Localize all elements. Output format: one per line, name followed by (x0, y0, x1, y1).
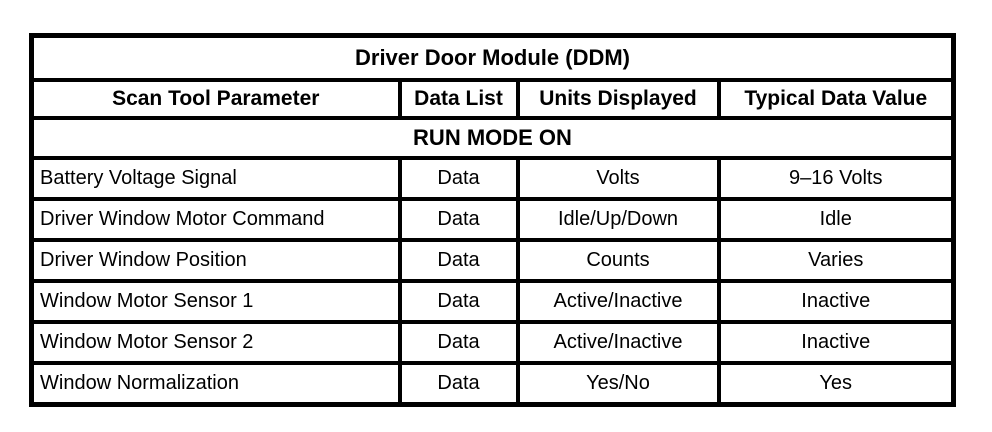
cell-data-list: Data (397, 238, 520, 283)
cell-typical-value: 9–16 Volts (716, 156, 956, 201)
cell-typical-value: Yes (716, 361, 956, 407)
table-row: Window Normalization Data Yes/No Yes (29, 361, 956, 407)
table-title-row: Driver Door Module (DDM) (29, 33, 956, 82)
cell-data-list: Data (397, 156, 520, 201)
cell-data-list: Data (397, 197, 520, 242)
cell-parameter: Driver Window Motor Command (29, 197, 402, 242)
table-row: Window Motor Sensor 2 Data Active/Inacti… (29, 320, 956, 365)
cell-parameter: Window Motor Sensor 1 (29, 279, 402, 324)
cell-units: Volts (515, 156, 721, 201)
table-header-row: Scan Tool Parameter Data List Units Disp… (29, 78, 956, 120)
cell-data-list: Data (397, 279, 520, 324)
cell-typical-value: Varies (716, 238, 956, 283)
cell-units: Idle/Up/Down (515, 197, 721, 242)
column-header-data-list: Data List (397, 78, 520, 120)
cell-units: Active/Inactive (515, 320, 721, 365)
cell-parameter: Window Motor Sensor 2 (29, 320, 402, 365)
table-row: Driver Window Motor Command Data Idle/Up… (29, 197, 956, 242)
cell-typical-value: Inactive (716, 279, 956, 324)
cell-parameter: Battery Voltage Signal (29, 156, 402, 201)
column-header-units-displayed: Units Displayed (515, 78, 721, 120)
ddm-parameter-table: Driver Door Module (DDM) Scan Tool Param… (29, 33, 956, 407)
cell-data-list: Data (397, 361, 520, 407)
table-title: Driver Door Module (DDM) (29, 33, 956, 82)
cell-units: Active/Inactive (515, 279, 721, 324)
column-header-typical-data-value: Typical Data Value (716, 78, 956, 120)
section-header-row: RUN MODE ON (29, 116, 956, 160)
cell-data-list: Data (397, 320, 520, 365)
section-header-run-mode-on: RUN MODE ON (29, 116, 956, 160)
column-header-scan-tool-parameter: Scan Tool Parameter (29, 78, 402, 120)
cell-parameter: Driver Window Position (29, 238, 402, 283)
cell-typical-value: Inactive (716, 320, 956, 365)
cell-typical-value: Idle (716, 197, 956, 242)
cell-units: Counts (515, 238, 721, 283)
cell-parameter: Window Normalization (29, 361, 402, 407)
table-row: Driver Window Position Data Counts Varie… (29, 238, 956, 283)
table-row: Battery Voltage Signal Data Volts 9–16 V… (29, 156, 956, 201)
table-row: Window Motor Sensor 1 Data Active/Inacti… (29, 279, 956, 324)
cell-units: Yes/No (515, 361, 721, 407)
